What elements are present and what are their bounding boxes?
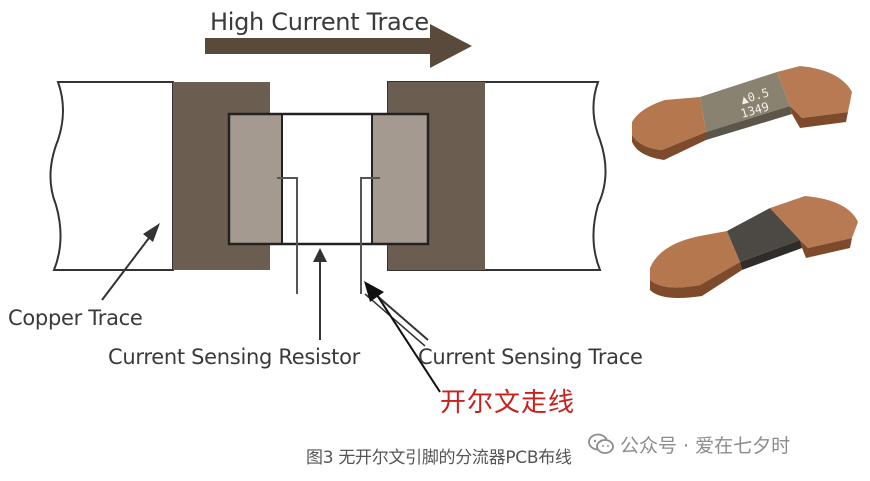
copper-trace-label: Copper Trace — [8, 306, 143, 330]
shunt-photo-bottom — [650, 196, 858, 298]
left-copper-trace — [49, 81, 174, 271]
resistor-left-termination — [228, 113, 283, 245]
resistor-right-termination — [371, 113, 429, 245]
left-sense-trace — [277, 177, 298, 294]
watermark-text: 公众号 · 爱在七夕时 — [620, 434, 791, 457]
watermark: 公众号 · 爱在七夕时 — [588, 428, 790, 460]
current-sensing-resistor-label: Current Sensing Resistor — [108, 345, 360, 369]
resistor-outline — [227, 112, 430, 246]
copper-trace-pointer — [101, 229, 156, 301]
kelvin-pointer-head — [364, 281, 384, 302]
wechat-icon — [588, 433, 614, 454]
high-current-trace-label: High Current Trace — [210, 8, 429, 36]
current-sensing-trace-label: Current Sensing Trace — [418, 345, 643, 369]
sense-trace-pointer-2 — [364, 293, 426, 347]
copper-trace-pointer-head — [143, 223, 160, 242]
right-sense-trace — [360, 177, 380, 294]
shunt-photo-top: ▲0.5 1349 — [632, 66, 852, 160]
kelvin-pointer — [374, 291, 441, 393]
figure-caption: 图3 无开尔文引脚的分流器PCB布线 — [306, 448, 572, 468]
kelvin-trace-label: 开尔文走线 — [440, 388, 576, 418]
high-current-arrow — [205, 24, 472, 68]
resistor-pointer-head — [313, 248, 327, 262]
